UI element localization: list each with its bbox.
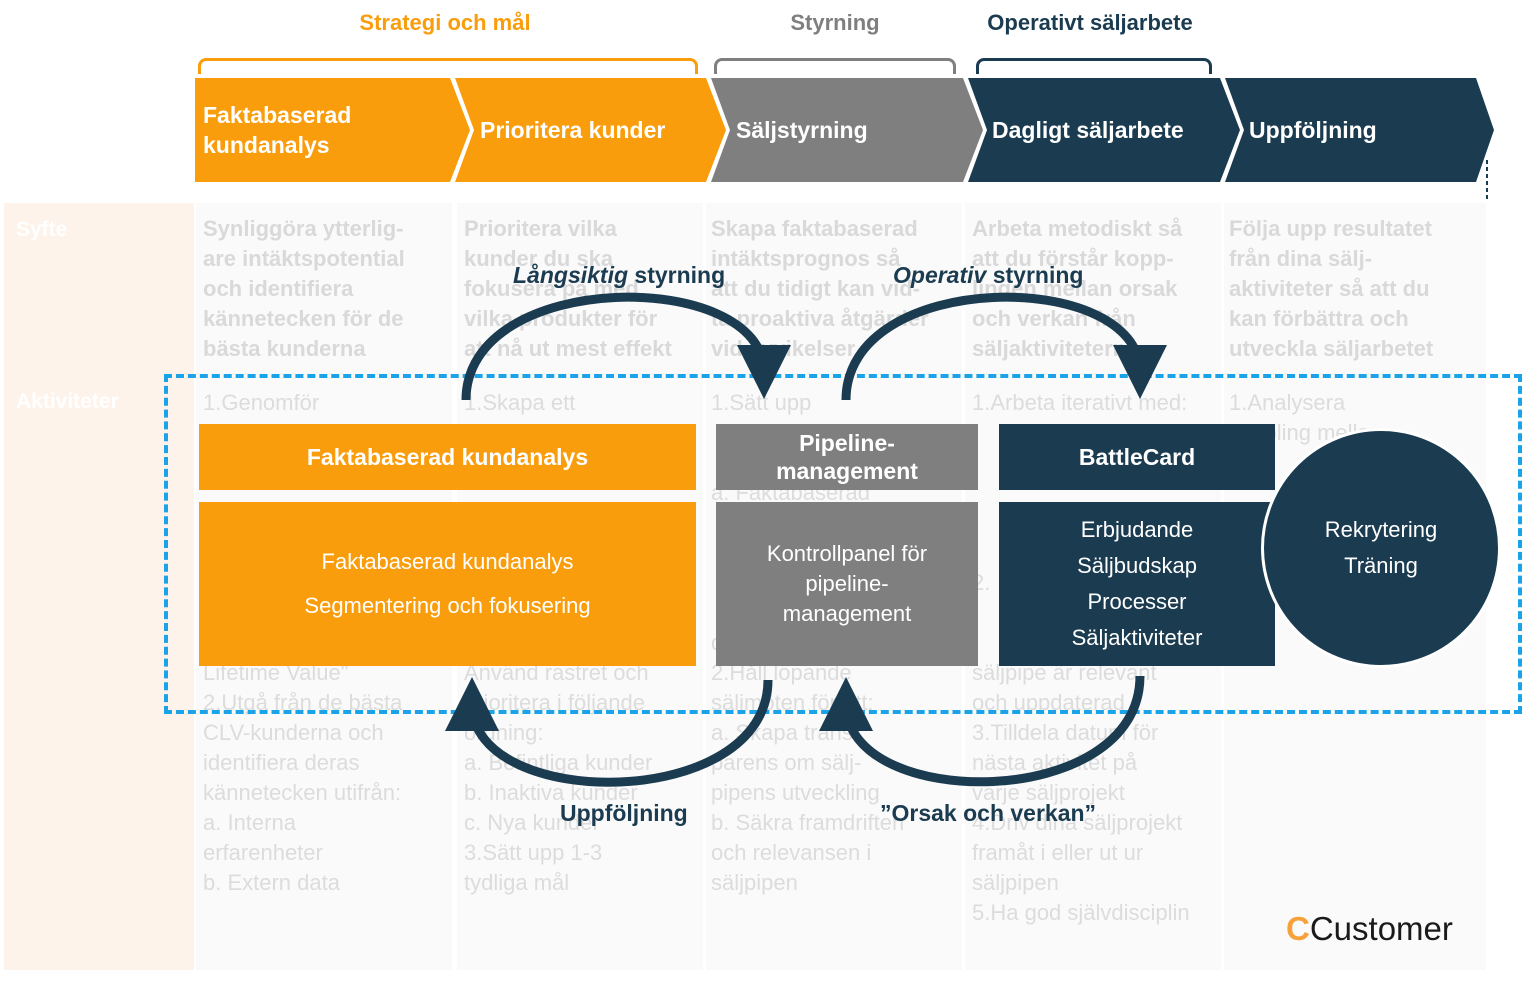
group-bracket-strategi [198, 58, 698, 74]
stage-label-5: Uppföljning [1249, 117, 1377, 143]
pipeline-body-line-2: pipeline- [805, 571, 889, 596]
row-label-background [4, 203, 194, 970]
chevron-saljstyrning [711, 78, 983, 182]
syfte-text-5: Följa upp resultatet från dina sälj- akt… [1229, 216, 1434, 361]
pipeline-header-line-2: management [776, 458, 918, 484]
syfte-text-4: Arbeta metodiskt så att du förstår kopp-… [972, 216, 1183, 361]
kundanalys-header-box: Faktabaserad kundanalys [199, 424, 696, 490]
row-label-syfte: Syfte [16, 218, 68, 241]
battlecard-body-line-3: Processer [1087, 589, 1187, 614]
syfte-text-1: Synliggöra ytterlig- are intäktspotentia… [203, 216, 405, 361]
loop-arrow-top-left [461, 292, 791, 401]
loop-label-top-left-italic: Långsiktig [513, 262, 629, 288]
kundanalys-body-box: Faktabaserad kundanalys Segmentering och… [199, 502, 696, 666]
loop-label-top-left: Långsiktig styrning [513, 262, 725, 289]
group-bracket-styrning [714, 58, 956, 74]
group-title-strategi: Strategi och mål [359, 10, 531, 35]
ccustomer-logo: CCustomer [1286, 910, 1453, 948]
rekrytering-circle: Rekrytering Träning [1261, 428, 1501, 668]
logo-mark: C [1286, 910, 1310, 947]
kundanalys-body-line-2: Segmentering och fokusering [304, 593, 591, 618]
circle-line-1: Rekrytering [1324, 517, 1438, 542]
group-bracket-operativt [976, 58, 1212, 74]
pipeline-body-line-1: Kontrollpanel för [766, 541, 928, 566]
syfte-text-2: Prioritera vilka kunder du ska fokusera … [464, 216, 672, 361]
loop-arrow-top-right [841, 292, 1167, 401]
kundanalys-body-line-1: Faktabaserad kundanalys [321, 549, 574, 574]
loop-label-bottom-left: Uppföljning [560, 800, 688, 826]
loop-label-bottom-right: ”Orsak och verkan” [880, 800, 1097, 826]
pipeline-body-box: Kontrollpanel för pipeline- management [716, 502, 978, 666]
battlecard-body-line-2: Säljbudskap [1077, 553, 1197, 578]
loop-label-top-left-rest: styrning [628, 262, 726, 288]
loop-label-top-right: Operativ styrning [893, 262, 1083, 289]
pipeline-header-line-1: Pipeline- [799, 430, 895, 456]
logo-text: Customer [1309, 910, 1453, 947]
stage-label-1-line2: kundanalys [203, 132, 330, 158]
battlecard-header-box: BattleCard [999, 424, 1275, 490]
stage-label-4: Dagligt säljarbete [992, 117, 1184, 143]
battlecard-body-line-1: Erbjudande [1080, 517, 1194, 542]
group-title-operativt: Operativt säljarbete [987, 10, 1193, 35]
pipeline-header-box: Pipeline- management [716, 424, 978, 490]
syfte-text-3: Skapa faktabaserad intäktsprognos så att… [711, 216, 929, 361]
stage-label-2: Prioritera kunder [480, 117, 666, 143]
circle-line-2: Träning [1344, 553, 1418, 578]
loop-label-top-right-italic: Operativ [893, 262, 987, 288]
loop-label-top-right-rest: styrning [986, 262, 1084, 288]
loop-arrow-bottom-left [445, 677, 773, 787]
process-chevrons [195, 78, 1494, 200]
stage-label-1-line1: Faktabaserad [203, 102, 352, 128]
chevron-uppfoljning [1225, 78, 1494, 182]
chevron-faktabaserad [195, 78, 470, 182]
chevron-dagligt [968, 78, 1240, 182]
pipeline-body-line-3: management [782, 601, 912, 626]
battlecard-body-line-4: Säljaktiviteter [1071, 625, 1203, 650]
stage-label-3: Säljstyrning [736, 117, 868, 143]
stage-label-1: Faktabaserad kundanalys [203, 100, 351, 160]
row-label-aktiviteter: Aktiviteter [16, 390, 119, 413]
battlecard-body-box: Erbjudande Säljbudskap Processer Säljakt… [999, 502, 1275, 666]
group-title-styrning: Styrning [790, 10, 880, 35]
chevron-prioritera [455, 78, 726, 182]
loop-arrow-bottom-right [819, 675, 1145, 787]
